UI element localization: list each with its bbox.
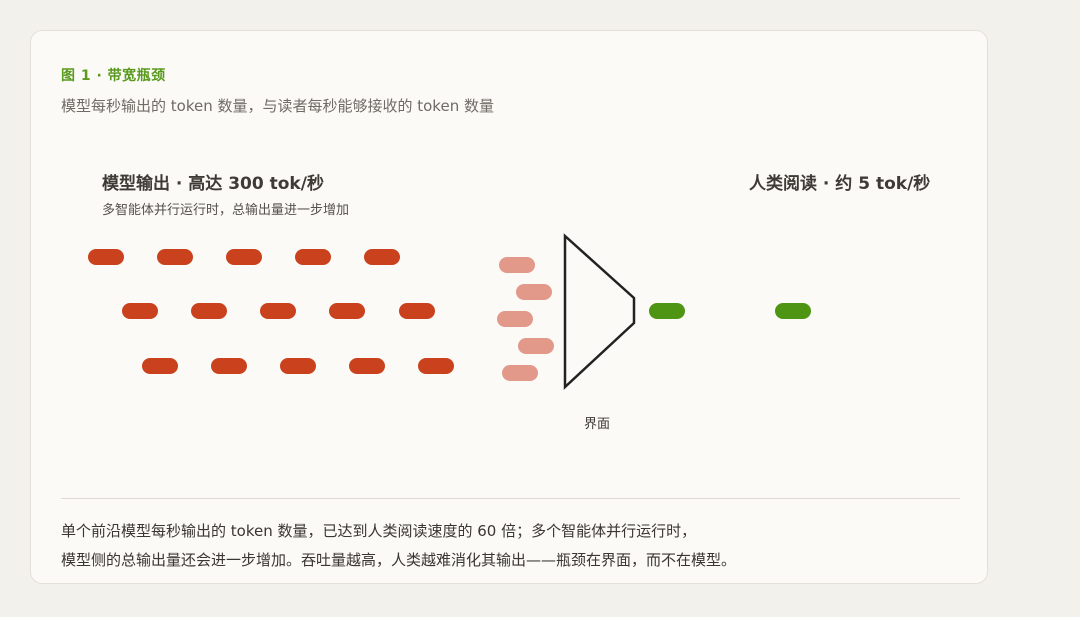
model-token <box>329 303 365 319</box>
model-token <box>157 249 193 265</box>
human-token <box>649 303 685 319</box>
model-token <box>226 249 262 265</box>
model-token <box>295 249 331 265</box>
model-token <box>88 249 124 265</box>
figure-card: 图 1 · 带宽瓶颈 模型每秒输出的 token 数量，与读者每秒能够接收的 t… <box>30 30 988 584</box>
queued-token <box>518 338 554 354</box>
figure-label: 图 1 · 带宽瓶颈 <box>61 68 166 84</box>
model-token <box>418 358 454 374</box>
human-reading-heading: 人类阅读 · 约 5 tok/秒 <box>749 174 931 194</box>
queued-token <box>499 257 535 273</box>
model-output-heading: 模型输出 · 高达 300 tok/秒 <box>102 174 324 194</box>
model-token <box>211 358 247 374</box>
human-token <box>775 303 811 319</box>
caption-line-1: 单个前沿模型每秒输出的 token 数量，已达到人类阅读速度的 60 倍；多个智… <box>61 522 697 540</box>
model-token <box>399 303 435 319</box>
divider <box>61 498 960 499</box>
interface-funnel-shape <box>563 233 636 390</box>
queued-token-group <box>497 257 554 381</box>
model-token <box>142 358 178 374</box>
interface-label: 界面 <box>584 417 611 432</box>
model-token <box>349 358 385 374</box>
queued-token <box>516 284 552 300</box>
model-token <box>122 303 158 319</box>
figure-subtitle: 模型每秒输出的 token 数量，与读者每秒能够接收的 token 数量 <box>61 97 494 115</box>
queued-token <box>497 311 533 327</box>
queued-token <box>502 365 538 381</box>
model-output-subheading: 多智能体并行运行时，总输出量进一步增加 <box>102 203 350 218</box>
model-token <box>191 303 227 319</box>
model-token <box>364 249 400 265</box>
model-token <box>280 358 316 374</box>
caption: 单个前沿模型每秒输出的 token 数量，已达到人类阅读速度的 60 倍；多个智… <box>61 517 961 575</box>
bandwidth-diagram <box>88 233 811 390</box>
model-token <box>260 303 296 319</box>
human-token-group <box>649 303 811 319</box>
caption-line-2: 模型侧的总输出量还会进一步增加。吞吐量越高，人类越难消化其输出——瓶颈在界面，而… <box>61 551 737 569</box>
model-token-group <box>88 249 454 374</box>
